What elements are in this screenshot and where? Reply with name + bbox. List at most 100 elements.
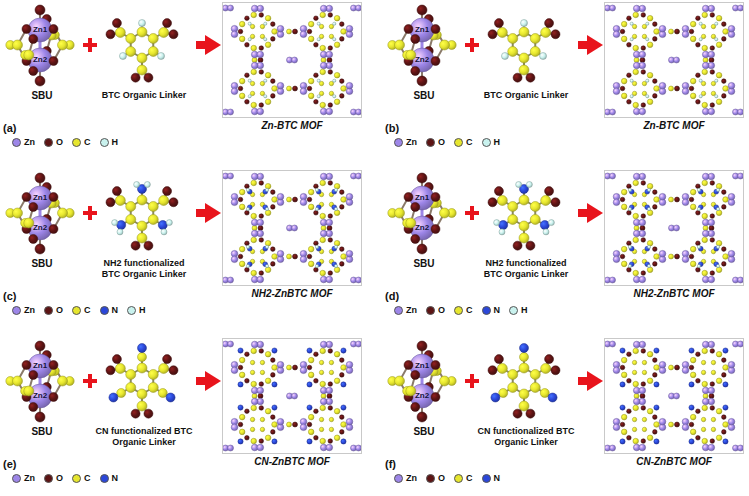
legend-swatch	[44, 138, 53, 147]
atom	[35, 76, 45, 86]
atom	[137, 221, 147, 231]
atom	[710, 382, 715, 387]
mof-structure: NH2-ZnBTC MOF	[604, 170, 744, 286]
atom	[228, 173, 234, 179]
atom	[633, 45, 639, 51]
linker-illustration	[488, 344, 560, 419]
atom	[640, 58, 645, 63]
atom	[334, 351, 340, 357]
atom	[634, 58, 639, 63]
atom	[646, 95, 649, 98]
atom	[239, 189, 245, 195]
atom	[411, 67, 420, 76]
atom	[22, 193, 31, 202]
atom	[272, 29, 278, 35]
atom	[334, 72, 340, 78]
atom	[641, 13, 646, 18]
mof-framework-illustration	[223, 5, 361, 115]
linker-caption: CN functionalized BTC Organic Linker	[94, 426, 194, 448]
atom	[334, 188, 337, 191]
atom	[340, 37, 345, 42]
atom	[628, 207, 631, 210]
atom	[621, 93, 627, 99]
atom	[440, 208, 450, 218]
atom	[245, 184, 250, 189]
atom	[251, 173, 258, 180]
atom	[627, 241, 632, 246]
atom	[696, 241, 701, 246]
atom	[629, 262, 634, 267]
legend-swatch	[72, 138, 81, 147]
atom	[696, 378, 701, 383]
atom	[653, 430, 658, 435]
legend-text: N	[112, 473, 119, 483]
atom	[260, 360, 264, 364]
atom	[633, 69, 639, 75]
legend-text: H	[112, 137, 119, 147]
atom	[248, 22, 251, 25]
atom	[540, 53, 547, 60]
atom	[675, 365, 680, 370]
atom	[508, 47, 518, 57]
sbu-caption: SBU	[2, 90, 82, 102]
atom	[320, 102, 326, 108]
atom	[628, 188, 631, 191]
atom	[341, 197, 347, 203]
atom	[341, 382, 346, 387]
atom	[263, 205, 268, 210]
atom	[696, 16, 701, 21]
atom	[320, 348, 326, 354]
linker-illustration	[106, 19, 178, 83]
atom	[115, 364, 125, 374]
atom	[239, 429, 245, 435]
atom	[333, 22, 336, 25]
atom	[341, 29, 347, 35]
atom	[641, 439, 646, 444]
atom	[272, 439, 277, 444]
atom	[702, 173, 709, 180]
atom	[320, 45, 326, 51]
atom	[682, 199, 689, 206]
atom	[703, 58, 708, 63]
atom	[166, 220, 172, 226]
atom	[640, 394, 645, 399]
atom	[541, 364, 551, 374]
atom	[251, 62, 258, 69]
atom	[340, 262, 345, 267]
atom	[134, 182, 140, 188]
atom	[551, 30, 560, 39]
atom	[320, 180, 326, 186]
legend-swatch	[394, 306, 403, 315]
atom	[321, 394, 326, 399]
plus-sign	[83, 38, 97, 52]
atom	[728, 82, 735, 89]
atom	[689, 197, 694, 202]
atom	[548, 220, 554, 226]
legend-item: C	[72, 305, 91, 315]
atom	[137, 195, 147, 205]
atom	[689, 439, 694, 444]
atom	[49, 361, 58, 370]
atom	[710, 46, 715, 51]
atom	[271, 262, 276, 267]
atom	[710, 103, 715, 108]
atom	[277, 193, 284, 200]
atom	[716, 210, 722, 216]
atom	[702, 69, 708, 75]
mof-framework-illustration	[605, 5, 743, 115]
atom	[327, 226, 332, 231]
atom	[137, 401, 147, 411]
linker-picture	[476, 338, 572, 424]
atom	[406, 218, 416, 228]
atom	[669, 86, 674, 91]
linker-caption: NH2 functionalized BTC Organic Linker	[476, 258, 576, 280]
atom	[308, 261, 314, 267]
atom	[627, 378, 632, 383]
atom	[404, 25, 413, 34]
legend-text: H	[139, 305, 146, 315]
panel-label: (f)	[385, 458, 396, 470]
reaction-arrow	[578, 41, 587, 49]
atom	[293, 29, 298, 34]
atom	[530, 47, 540, 57]
